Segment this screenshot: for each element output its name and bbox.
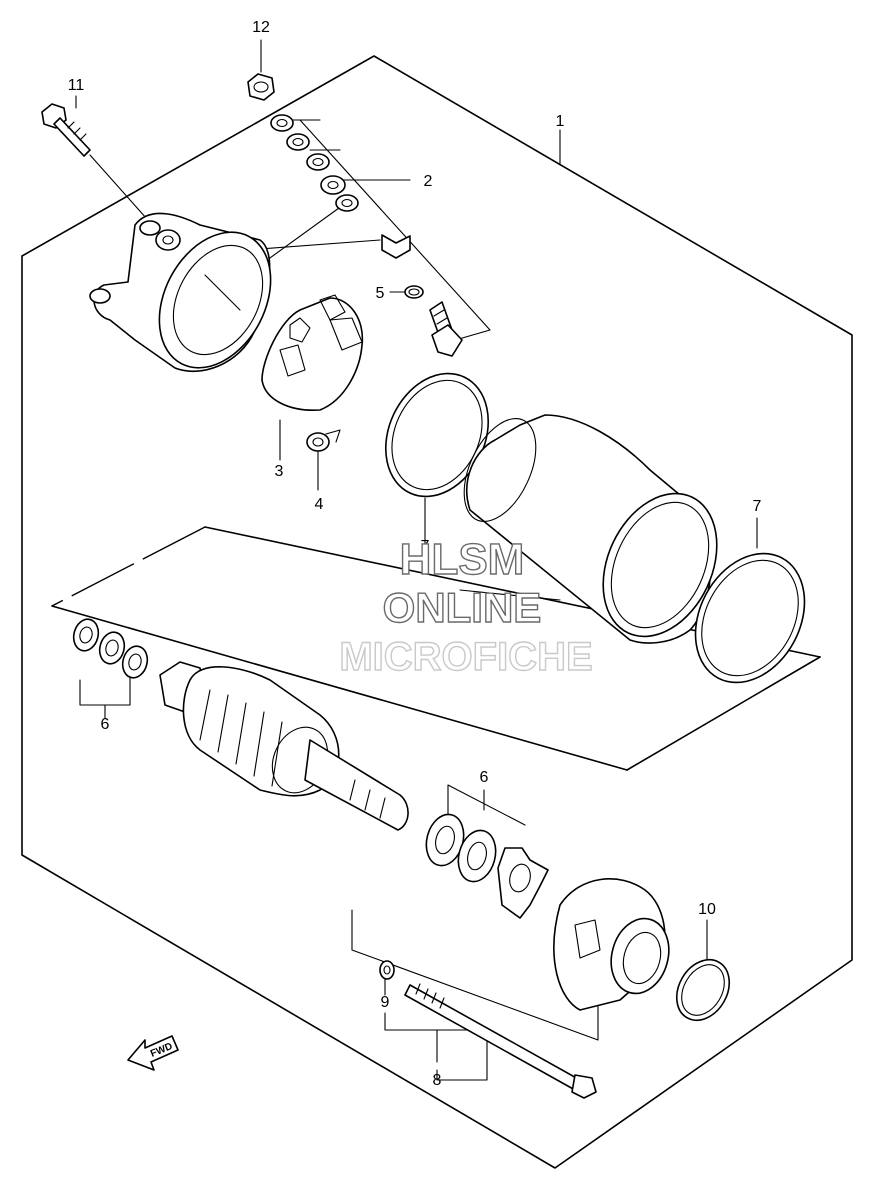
washers-6-upper: [72, 618, 149, 679]
callout-11: 11: [68, 77, 85, 94]
fwd-arrow-icon: FWD: [127, 1035, 179, 1071]
front-cover: [553, 878, 670, 1011]
o-ring-10: [675, 959, 731, 1021]
o-ring-5: [404, 285, 424, 299]
brush-holder-plate-3: [261, 294, 364, 411]
watermark: HLSM ONLINE MICROFICHE: [339, 534, 594, 679]
washer-9: [379, 960, 395, 980]
callout-8: 8: [433, 1072, 442, 1089]
inner-frame: [51, 526, 821, 771]
callout-2: 2: [424, 173, 433, 190]
through-bolt-8: [404, 983, 597, 1099]
brush-4: [306, 429, 341, 452]
armature: [159, 661, 409, 831]
washers-6-lower: [425, 813, 549, 919]
callout-5: 5: [376, 285, 385, 302]
o-ring-7-lower: [694, 552, 806, 684]
yoke-housing: [463, 414, 718, 644]
watermark-line-1: HLSM: [400, 535, 525, 584]
bolt-11: [41, 103, 91, 157]
callout-3: 3: [275, 463, 284, 480]
callout-6-left: 6: [101, 716, 110, 733]
callout-1: 1: [556, 113, 565, 130]
watermark-line-3: MICROFICHE: [339, 635, 592, 679]
callout-7-right: 7: [753, 498, 762, 515]
terminal-bolt: [429, 301, 463, 357]
rear-cover: [89, 212, 272, 372]
callout-6-right: 6: [480, 769, 489, 786]
callout-7-left: 7: [421, 538, 430, 555]
callout-10: 10: [698, 901, 716, 918]
callout-9: 9: [381, 994, 390, 1011]
callout-labels: 12 11 1 2 5 3 4 7 7 6 6 10 9 8: [68, 19, 762, 1089]
callout-4: 4: [315, 496, 324, 513]
assembly-frame: [21, 55, 853, 1169]
terminal-washers-2: [270, 114, 411, 259]
watermark-line-2: ONLINE: [383, 584, 542, 631]
callout-12: 12: [252, 19, 270, 36]
nut-12: [247, 73, 275, 101]
